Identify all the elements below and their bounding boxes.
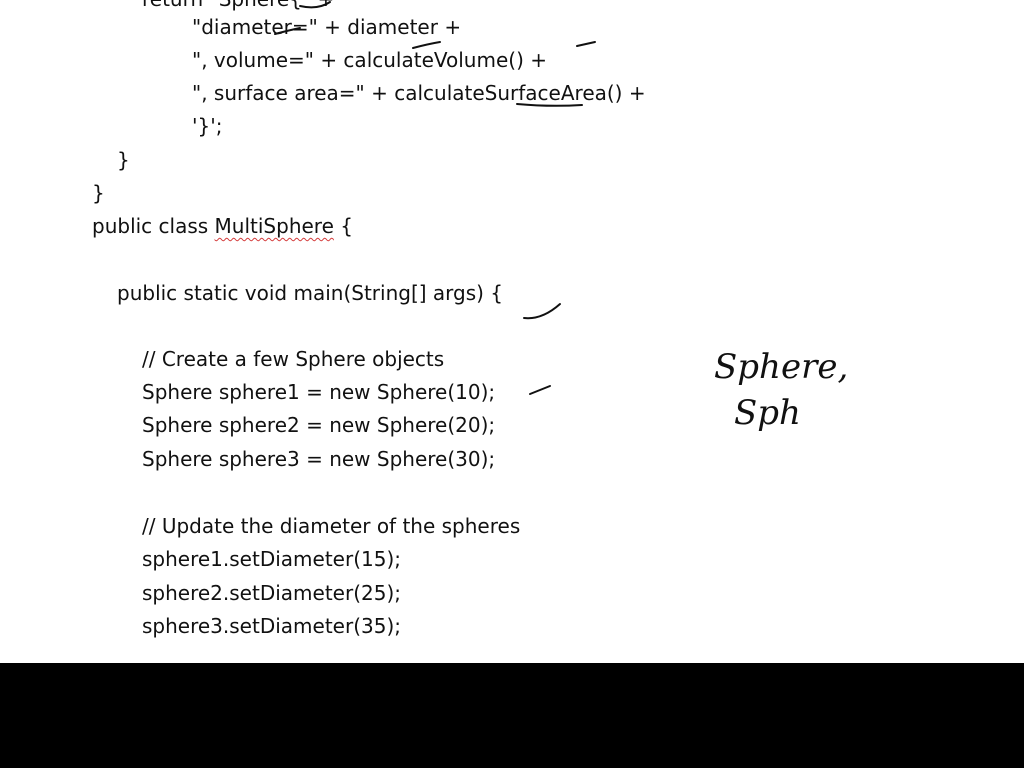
class-keyword: public class bbox=[92, 214, 215, 238]
code-line: return "Sphere{" + bbox=[142, 0, 334, 12]
code-line: } bbox=[92, 181, 105, 205]
code-line: '}'; bbox=[192, 114, 223, 138]
handwriting-line1: Sphere, bbox=[714, 347, 848, 387]
code-comment: // Create a few Sphere objects bbox=[142, 347, 445, 371]
class-declaration: public class MultiSphere { bbox=[92, 213, 353, 239]
handwriting-line2: Sph bbox=[734, 393, 801, 433]
code-line: sphere2.setDiameter(25); bbox=[142, 581, 401, 605]
code-comment: // Update the diameter of the spheres bbox=[142, 514, 521, 538]
bottom-black-bar bbox=[0, 663, 1024, 768]
code-line: Sphere sphere2 = new Sphere(20); bbox=[142, 413, 496, 437]
class-name: MultiSphere bbox=[214, 214, 334, 238]
ink-dash-volume bbox=[576, 41, 596, 47]
document-page: return "Sphere{" + "diameter=" + diamete… bbox=[92, 0, 849, 638]
code-line: Sphere sphere1 = new Sphere(10); bbox=[142, 380, 496, 404]
class-brace: { bbox=[333, 214, 353, 238]
ink-dash-sphere1 bbox=[529, 385, 551, 395]
code-line: } bbox=[117, 148, 130, 172]
code-line: public static void main(String[] args) { bbox=[117, 281, 504, 305]
ink-swoosh-main bbox=[523, 303, 561, 320]
code-line: ", volume=" + calculateVolume() + bbox=[192, 48, 547, 72]
code-line: "diameter=" + diameter + bbox=[192, 15, 462, 39]
code-line: sphere1.setDiameter(15); bbox=[142, 547, 401, 571]
code-line: sphere3.setDiameter(35); bbox=[142, 614, 401, 638]
code-line: ", surface area=" + calculateSurfaceArea… bbox=[192, 81, 646, 105]
code-line: Sphere sphere3 = new Sphere(30); bbox=[142, 447, 496, 471]
